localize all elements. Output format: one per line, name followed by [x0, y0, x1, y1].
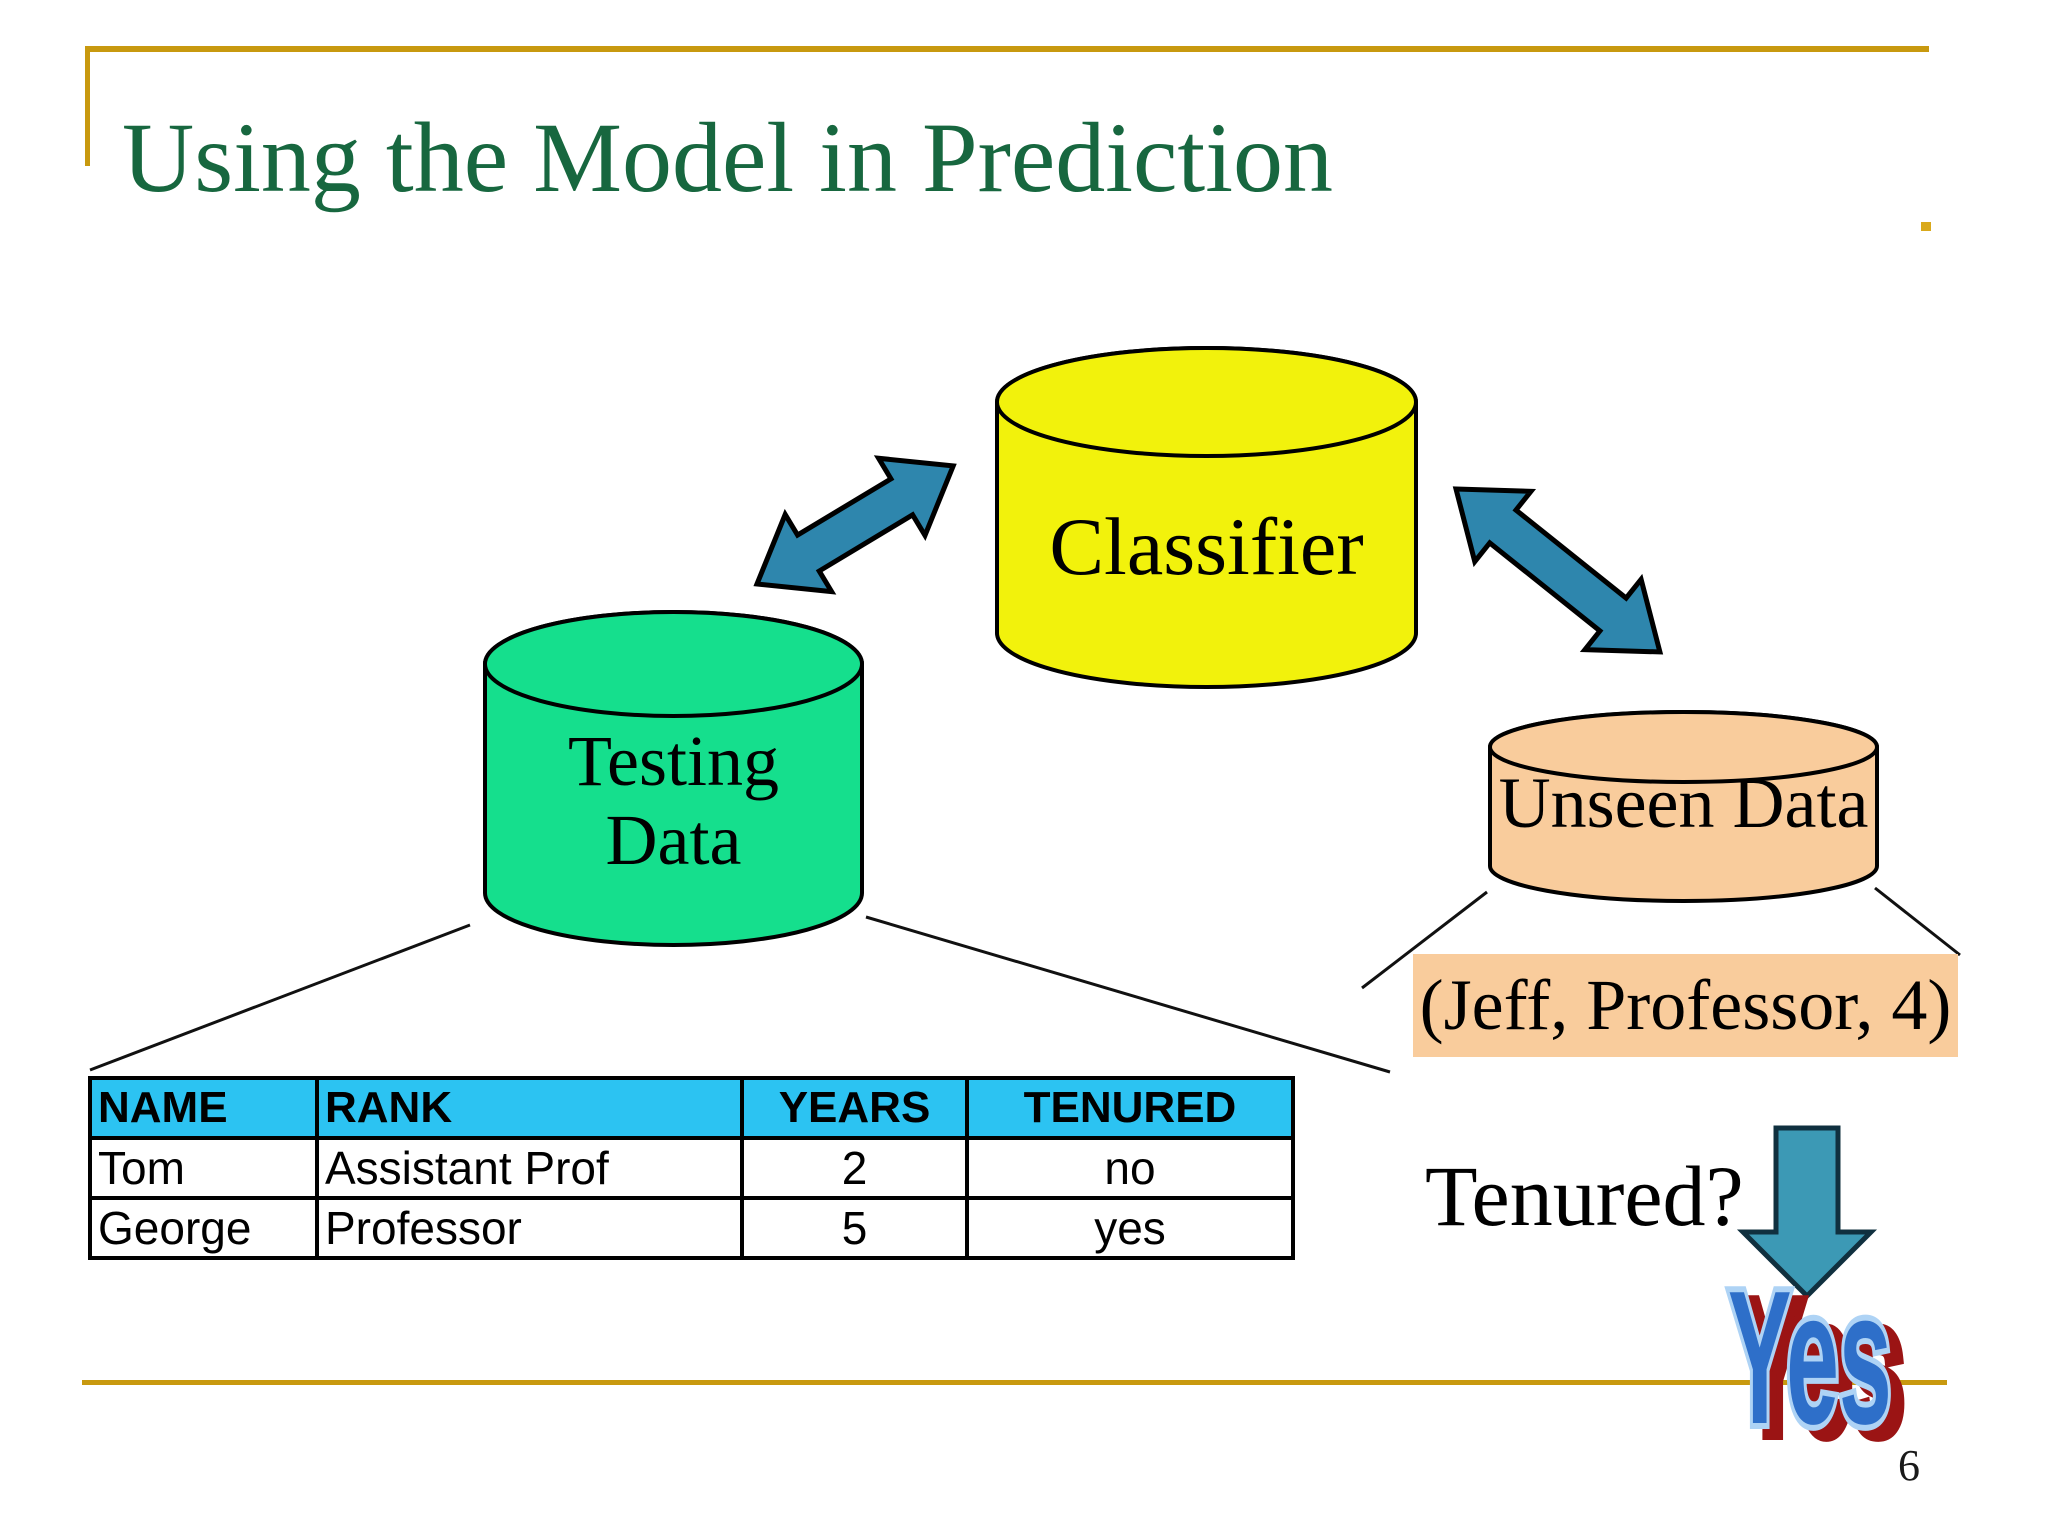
- left-accent-line: [85, 46, 90, 166]
- testing-classifier-double-arrow: [753, 455, 957, 595]
- table-header-row: NAME RANK YEARS TENURED: [88, 1076, 1295, 1140]
- cell-name: George: [88, 1196, 319, 1260]
- question-label: Tenured?: [1425, 1148, 1744, 1244]
- testing-to-table-right-line: [865, 915, 1391, 1074]
- unseen-to-tuple-left-line: [1361, 890, 1488, 990]
- testing-to-table-left-line: [89, 923, 471, 1072]
- cell-tenured: no: [965, 1136, 1295, 1200]
- testing-data-table: NAME RANK YEARS TENURED Tom Assistant Pr…: [88, 1076, 1295, 1260]
- classifier-unseen-double-arrow: [1452, 486, 1664, 655]
- table-row: George Professor 5 yes: [88, 1196, 1295, 1260]
- cell-tenured: yes: [965, 1196, 1295, 1260]
- top-accent-line: [85, 46, 1929, 52]
- bottom-accent-line: [82, 1380, 1947, 1385]
- unseen-data-label: Unseen Data: [1498, 763, 1869, 843]
- classifier-label: Classifier: [1049, 501, 1364, 592]
- answer-text: Yes: [1728, 1251, 1892, 1464]
- table-header-name: NAME: [88, 1076, 319, 1140]
- table-header-years: YEARS: [740, 1076, 969, 1140]
- page-number: 6: [1898, 1441, 1920, 1490]
- table-header-rank: RANK: [315, 1076, 744, 1140]
- unseen-tuple-text: (Jeff, Professor, 4): [1419, 965, 1952, 1045]
- testing-data-label-line2: Data: [605, 800, 742, 881]
- cell-name: Tom: [88, 1136, 319, 1200]
- cell-rank: Professor: [315, 1196, 744, 1260]
- classifier-cylinder: [995, 346, 1418, 689]
- cell-years: 2: [740, 1136, 969, 1200]
- cell-years: 5: [740, 1196, 969, 1260]
- table-header-tenured: TENURED: [965, 1076, 1295, 1140]
- accent-square-decoration: [1921, 222, 1931, 231]
- unseen-to-tuple-right-line: [1874, 886, 1961, 957]
- page-title: Using the Model in Prediction: [122, 102, 1333, 213]
- cell-rank: Assistant Prof: [315, 1136, 744, 1200]
- unseen-tuple-box: (Jeff, Professor, 4): [1413, 954, 1958, 1057]
- unseen-data-cylinder: [1488, 710, 1879, 903]
- answer-wordart: Yes Yes: [1724, 1250, 1910, 1478]
- testing-data-cylinder: [483, 610, 864, 947]
- table-row: Tom Assistant Prof 2 no: [88, 1136, 1295, 1200]
- testing-data-label-line1: Testing: [568, 721, 779, 801]
- testing-data-label: Testing Data: [485, 721, 862, 881]
- answer-shadow-text: Yes: [1741, 1261, 1905, 1474]
- down-arrow: [1736, 1125, 1878, 1300]
